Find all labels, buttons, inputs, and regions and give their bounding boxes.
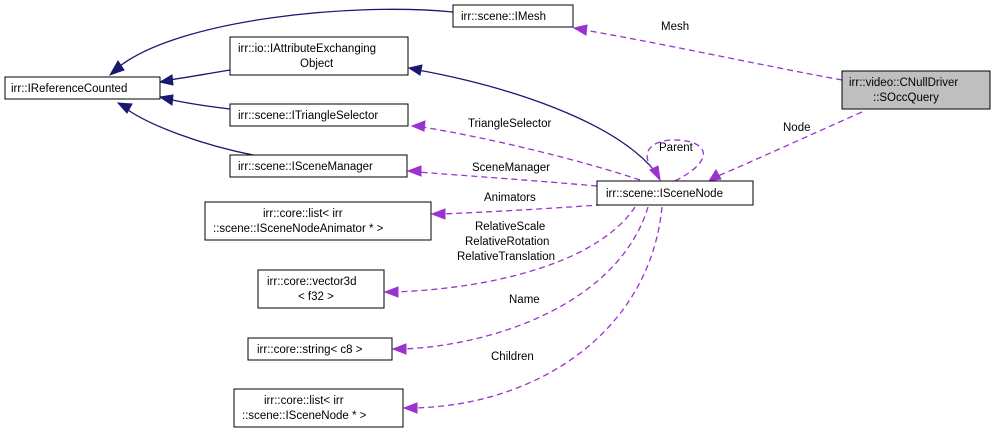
arrowhead-iscenenode-to-iattribute <box>407 64 423 76</box>
node-iscenenode[interactable]: irr::scene::ISceneNode <box>596 180 754 206</box>
label-triangle-selector: TriangleSelector <box>468 118 551 130</box>
node-label-line-2: ::scene::ISceneNode * > <box>242 410 367 422</box>
label-children: Children <box>491 351 534 363</box>
label-animators: Animators <box>484 192 536 204</box>
arrowhead-parent <box>649 165 661 182</box>
node-soccquery[interactable]: irr::video::CNullDriver ::SOccQuery <box>841 70 991 110</box>
arrowhead-itriangleselector-to-ireferencecounted <box>158 94 174 106</box>
node-label-line-2: < f32 > <box>298 291 334 303</box>
edge-relative-vectors <box>394 206 636 293</box>
node-label: irr::scene::ISceneNode <box>606 188 723 200</box>
node-itriangleselector[interactable]: irr::scene::ITriangleSelector <box>229 103 409 127</box>
usage-edges <box>383 24 863 414</box>
node-label: irr::scene::ISceneManager <box>238 161 373 173</box>
label-relative-rotation: RelativeRotation <box>465 236 549 248</box>
edge-animators <box>441 203 613 215</box>
arrowhead-mesh <box>572 24 588 36</box>
node-label-line-1: irr::core::vector3d <box>267 276 356 288</box>
arrowhead-name <box>391 343 407 355</box>
arrowhead-animators <box>430 208 446 220</box>
node-iattributeexchangingobject[interactable]: irr::io::IAttributeExchanging Object <box>229 36 409 76</box>
edge-children <box>413 206 663 409</box>
node-label: irr::scene::ITriangleSelector <box>238 110 378 122</box>
node-string-c8[interactable]: irr::core::string< c8 > <box>247 337 393 361</box>
node-label-line-1: irr::io::IAttributeExchanging <box>238 43 376 55</box>
arrowhead-iattribute-to-ireferencecounted <box>158 74 174 86</box>
label-name: Name <box>509 294 540 306</box>
node-label-line-1: irr::video::CNullDriver <box>849 77 958 89</box>
node-label: irr::scene::IMesh <box>461 11 546 23</box>
arrowhead-node <box>707 169 722 182</box>
edge-iscenenode-to-iattribute <box>417 69 661 179</box>
edge-labels: Mesh Node Parent TriangleSelector SceneM… <box>457 21 811 363</box>
edge-iattribute-to-ireferencecounted <box>167 69 231 81</box>
node-label-line-2: Object <box>300 58 334 70</box>
arrowhead-children <box>402 402 418 414</box>
edge-triangle-selector <box>421 126 641 181</box>
arrowhead-scene-manager <box>406 165 422 177</box>
edge-imesh-to-ireferencecounted <box>119 8 454 67</box>
edge-iscenemanager-to-ireferencecounted <box>127 109 259 157</box>
arrowhead-iscenemanager-to-ireferencecounted <box>116 102 133 114</box>
node-label-line-1: irr::core::list< irr <box>264 395 344 407</box>
node-iscenemanager[interactable]: irr::scene::ISceneManager <box>229 154 408 178</box>
edge-name <box>402 206 649 350</box>
edge-scene-manager <box>417 171 598 187</box>
label-scene-manager: SceneManager <box>472 162 550 174</box>
edge-itriangleselector-to-ireferencecounted <box>167 98 231 110</box>
arrowhead-triangle-selector <box>410 120 426 132</box>
arrowhead-imesh-to-ireferencecounted <box>108 60 125 76</box>
node-label: irr::core::string< c8 > <box>257 344 363 356</box>
label-relative-scale: RelativeScale <box>475 221 545 233</box>
node-label-line-2: ::SOccQuery <box>873 92 939 104</box>
edge-mesh <box>583 29 843 81</box>
node-label: irr::IReferenceCounted <box>11 83 127 95</box>
label-relative-translation: RelativeTranslation <box>457 251 555 263</box>
node-list-scenenodeanimator[interactable]: irr::core::list< irr ::scene::ISceneNode… <box>204 201 432 241</box>
node-vector3d-f32[interactable]: irr::core::vector3d < f32 > <box>257 269 385 309</box>
arrowhead-relative-vectors <box>383 286 399 298</box>
label-mesh: Mesh <box>661 21 689 33</box>
node-label-line-2: ::scene::ISceneNodeAnimator * > <box>213 223 384 235</box>
node-list-iscenenode[interactable]: irr::core::list< irr ::scene::ISceneNode… <box>233 388 404 428</box>
label-node: Node <box>783 122 811 134</box>
node-label-line-1: irr::core::list< irr <box>263 208 343 220</box>
node-ireferencecounted[interactable]: irr::IReferenceCounted <box>4 76 161 100</box>
inheritance-edges <box>108 8 661 179</box>
edge-parent <box>646 139 705 182</box>
edge-node <box>717 111 863 177</box>
node-imesh[interactable]: irr::scene::IMesh <box>452 4 574 28</box>
label-parent: Parent <box>659 142 694 154</box>
